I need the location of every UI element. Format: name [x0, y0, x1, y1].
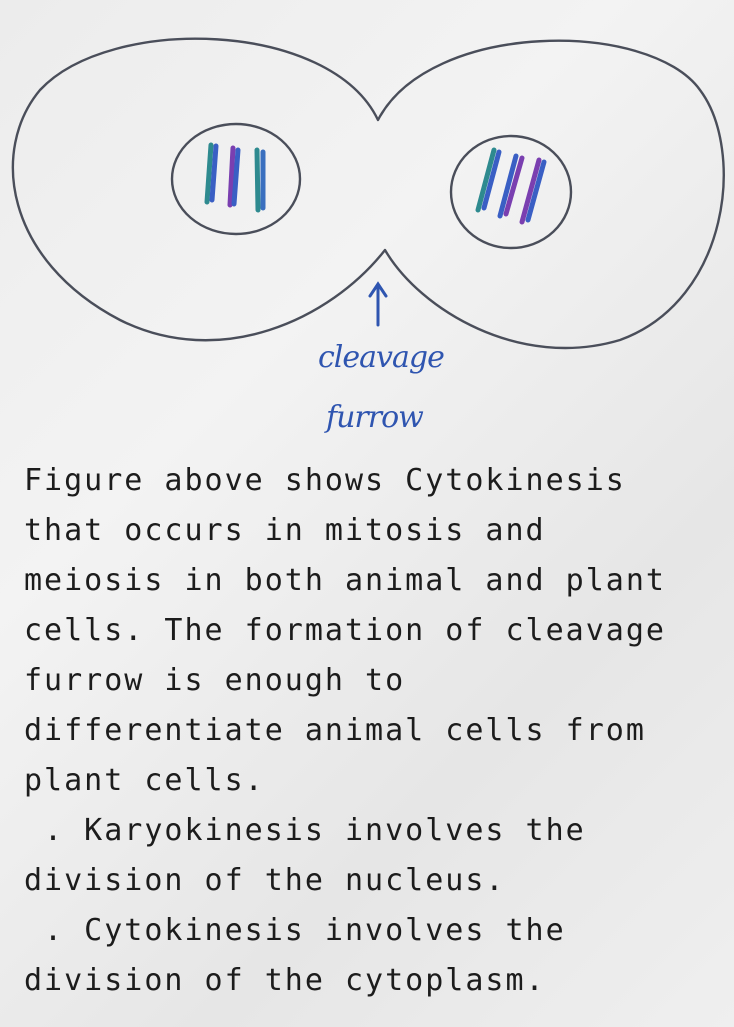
text-line: differentiate animal cells from: [24, 713, 646, 748]
left-chromosomes: [204, 142, 266, 213]
right-nucleus: [449, 134, 573, 250]
right-chromosomes: [475, 147, 547, 225]
text-line: Figure above shows Cytokinesis: [24, 463, 626, 498]
text-line: furrow is enough to: [24, 663, 406, 698]
text-line: cells. The formation of cleavage: [24, 613, 666, 648]
text-line: that occurs in mitosis and: [24, 513, 546, 548]
cleavage-label: cleavage: [318, 340, 445, 375]
bullet-cytokinesis: . Cytokinesis involves the: [24, 913, 566, 948]
cytokinesis-diagram: [11, 37, 725, 350]
text-line: plant cells.: [24, 763, 265, 798]
dividing-cell-outline: [11, 37, 725, 350]
furrow-arrow-icon: [368, 281, 388, 327]
bullet-karyokinesis: . Karyokinesis involves the: [24, 813, 586, 848]
text-line: division of the cytoplasm.: [24, 963, 546, 998]
left-nucleus: [170, 122, 302, 236]
text-line: meiosis in both animal and plant: [24, 563, 666, 598]
explanation-text: Figure above shows Cytokinesis that occu…: [24, 456, 724, 1006]
furrow-label: furrow: [326, 400, 424, 435]
text-line: division of the nucleus.: [24, 863, 506, 898]
